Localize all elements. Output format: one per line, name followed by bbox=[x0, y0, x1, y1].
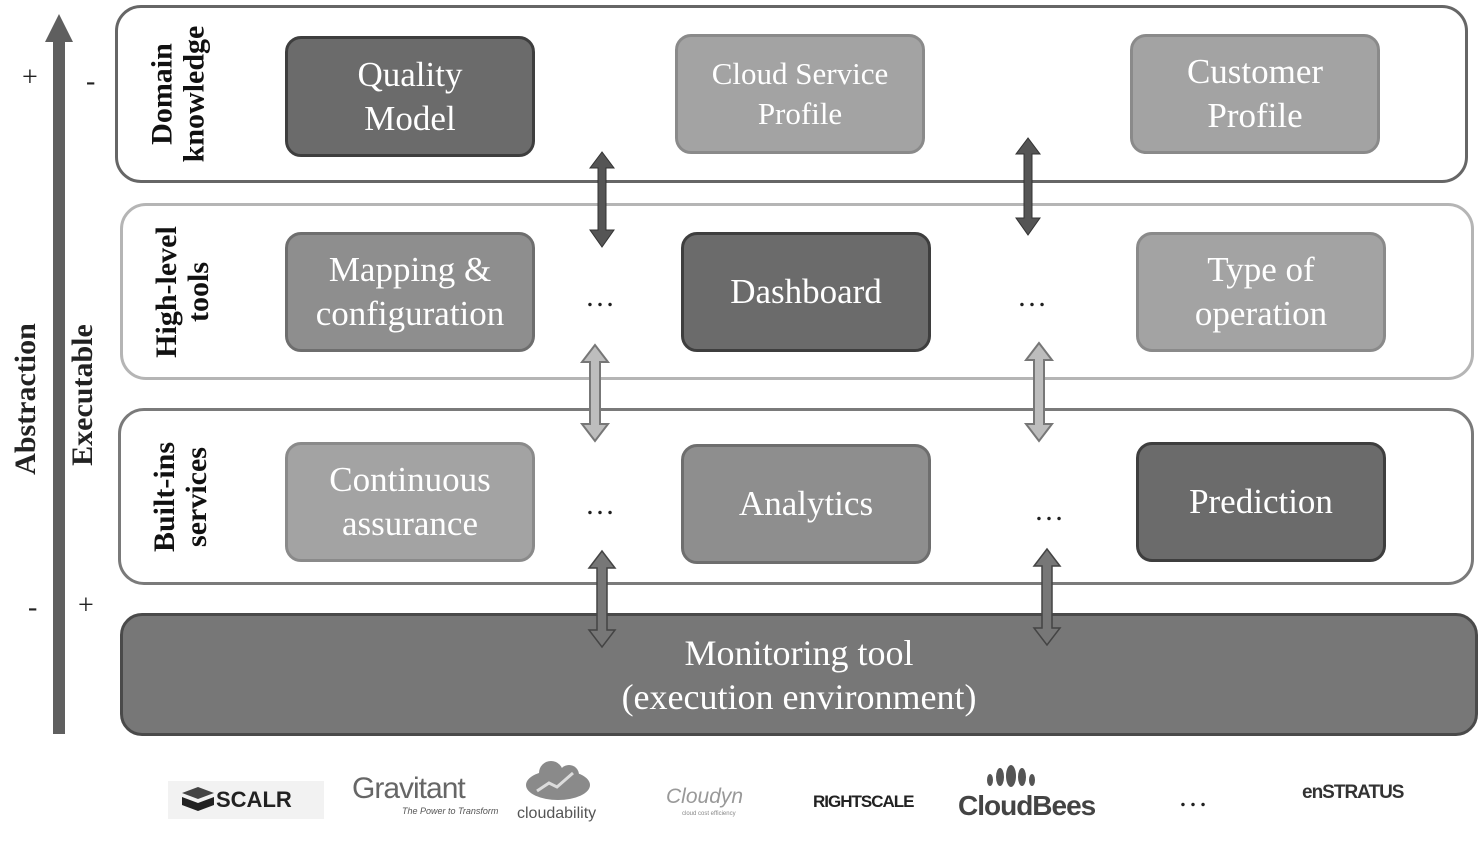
scalr-logo: SCALR bbox=[168, 781, 324, 819]
monitoring-tool-bar: Monitoring tool(execution environment) bbox=[120, 613, 1478, 736]
mapping-configuration-box: Mapping &configuration bbox=[285, 232, 535, 352]
dashboard-box: Dashboard bbox=[681, 232, 931, 352]
logos-ellipsis: … bbox=[1178, 780, 1210, 813]
abstraction-top-sign: + bbox=[22, 62, 38, 93]
highlevel-ellipsis-2: … bbox=[1017, 280, 1049, 313]
executable-bottom-sign: + bbox=[78, 590, 94, 621]
cloudbees-bee-icon bbox=[987, 765, 1035, 787]
arrow-builtins-monitor-left bbox=[587, 549, 617, 649]
highlevel-ellipsis-1: … bbox=[585, 280, 617, 313]
enstratus-logo: enSTRATUS bbox=[1302, 782, 1404, 803]
cloudbees-logo: CloudBees bbox=[956, 764, 1096, 828]
abstraction-arrow-shaft bbox=[53, 38, 65, 734]
abstraction-arrow-head bbox=[45, 14, 73, 42]
arrow-domain-highlevel-right bbox=[1015, 137, 1041, 236]
arrow-domain-highlevel-left bbox=[589, 151, 615, 248]
cloudability-cloud-icon bbox=[526, 761, 590, 800]
rightscale-logo: RIGHTSCALE bbox=[813, 792, 914, 811]
arrow-highlevel-builtins-left bbox=[579, 343, 611, 443]
arrow-highlevel-builtins-right bbox=[1023, 341, 1055, 443]
builtins-ellipsis-2: … bbox=[1034, 494, 1066, 527]
builtins-ellipsis-1: … bbox=[585, 488, 617, 521]
scalr-cube-icon bbox=[182, 787, 214, 811]
arrow-builtins-monitor-right bbox=[1032, 547, 1062, 647]
analytics-box: Analytics bbox=[681, 444, 931, 564]
cloudability-logo: cloudability bbox=[515, 757, 605, 827]
executable-top-sign: - bbox=[86, 66, 96, 97]
abstraction-bottom-sign: - bbox=[28, 592, 38, 623]
prediction-box: Prediction bbox=[1136, 442, 1386, 562]
gravitant-logo: Gravitant The Power to Transform bbox=[352, 772, 499, 816]
cloudyn-logo: Cloudyn cloud cost efficiency bbox=[666, 785, 744, 817]
